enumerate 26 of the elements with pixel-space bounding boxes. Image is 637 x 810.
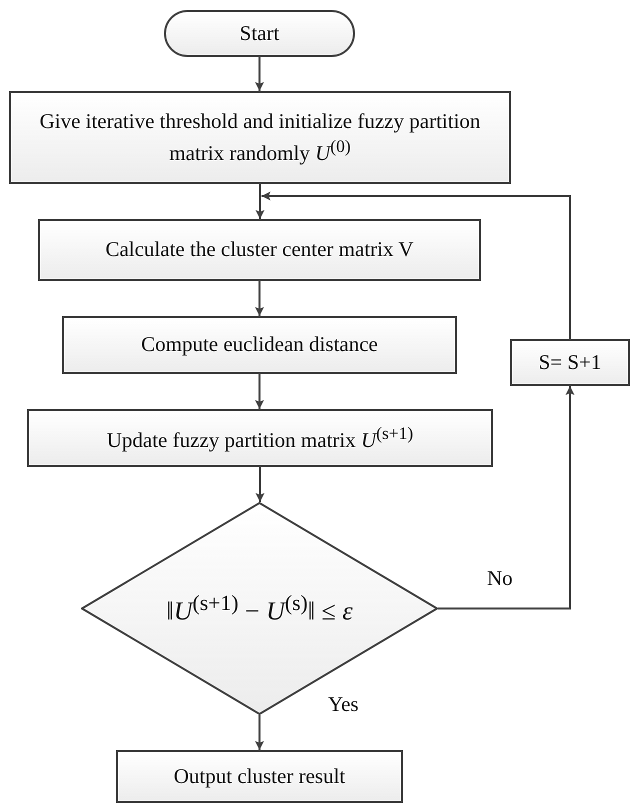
process-box [116,750,403,803]
step-text: Compute euclidean distance [141,331,378,358]
edge-label: Yes [328,692,359,717]
step-text: Update fuzzy partition matrix U$^{(s+1)}$ [106,422,414,454]
step-text: Output cluster result [174,762,346,790]
arrow [255,57,264,91]
process-box [62,316,457,374]
arrow [256,467,264,502]
process-box [27,409,493,467]
condition-formula: ‖U$^{(s+1)}$ − U$^{(s)}$‖ ≤ ε [166,590,353,628]
arrow [255,281,264,316]
arrow [255,374,264,409]
step-text: S= S+1 [538,348,602,376]
step-text: Give iterative threshold and initialize fuzzy partition matrix randomly U$^{(0)}$ [38,108,482,167]
arrow [438,386,574,610]
decision-diamond [81,502,438,715]
arrow [255,715,264,750]
process-box [510,339,630,386]
arrow [262,192,571,339]
process-box [38,219,481,281]
step-text: Calculate the cluster center matrix V [105,236,414,264]
step-text: Start [240,20,280,47]
process-box [9,91,511,184]
edge-label: No [487,566,513,591]
start-terminal [164,10,355,57]
arrow [256,184,264,219]
